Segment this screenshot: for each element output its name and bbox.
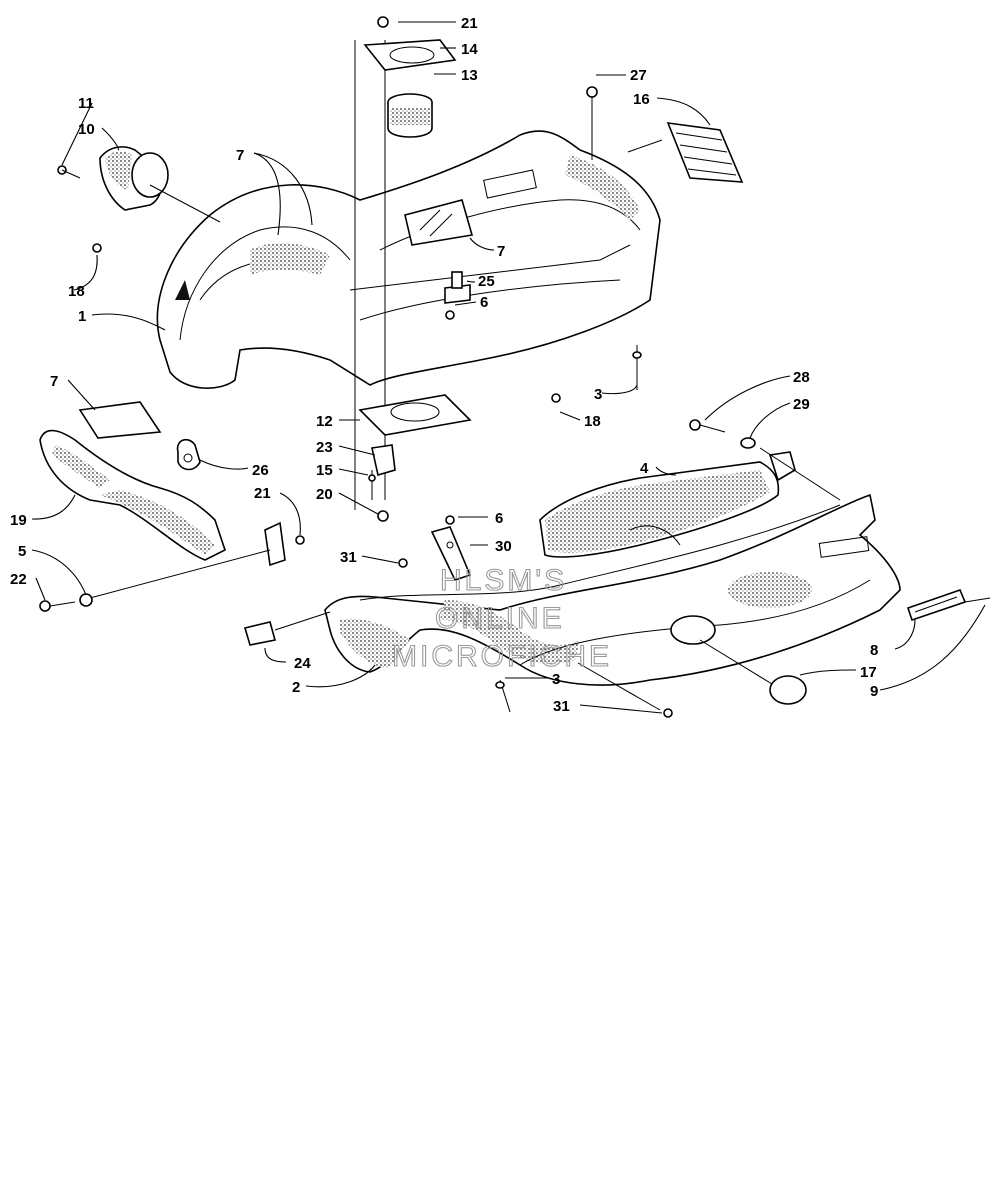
part-9-screw — [964, 597, 991, 603]
callout-6-lower: 6 — [495, 510, 503, 527]
watermark-line-1: HLSM'S — [440, 564, 567, 597]
callout-18-upper: 18 — [68, 283, 85, 300]
callout-16: 16 — [633, 91, 650, 108]
part-4-seat-base — [539, 461, 780, 558]
part-11-bolt — [57, 165, 81, 179]
callout-10: 10 — [78, 121, 95, 138]
steering-column-assembly — [354, 16, 472, 510]
part-1-belly-pan — [156, 130, 661, 389]
part-3-rivet-upper — [632, 345, 642, 390]
part-22-bolt — [39, 600, 76, 612]
callout-7-center: 7 — [497, 243, 505, 260]
callout-20: 20 — [316, 486, 333, 503]
callout-12: 12 — [316, 413, 333, 430]
part-17-plug — [769, 675, 807, 705]
part-25-bracket — [444, 271, 471, 304]
leader-lines — [31, 21, 986, 714]
part-3-rivet-lower — [495, 679, 511, 713]
part-28-bolt — [689, 419, 726, 433]
part-6-nut-upper — [445, 310, 455, 320]
callout-21-top: 21 — [461, 15, 478, 32]
part-21-mount-plate — [264, 521, 305, 567]
part-18-screw-upper — [92, 243, 102, 253]
watermark-line-3: MICROFICHE — [392, 640, 612, 673]
part-15-stud — [368, 470, 376, 500]
part-14-plate — [363, 39, 457, 71]
callout-25: 25 — [478, 273, 495, 290]
callout-22: 22 — [10, 571, 27, 588]
part-10-intake — [99, 146, 221, 223]
callout-29: 29 — [793, 396, 810, 413]
callout-7-left: 7 — [50, 373, 58, 390]
part-20-nut — [377, 510, 389, 522]
callout-labels: 21 14 13 27 16 11 10 7 7 25 6 18 1 7 3 1… — [10, 15, 878, 715]
callout-6-upper: 6 — [480, 294, 488, 311]
part-27-screw — [586, 86, 598, 160]
callout-4: 4 — [640, 460, 649, 477]
callout-26: 26 — [252, 462, 269, 479]
part-19-bumper — [39, 429, 226, 561]
callout-31-lower: 31 — [553, 698, 570, 715]
callout-28: 28 — [793, 369, 810, 386]
callout-5: 5 — [18, 543, 26, 560]
part-23-bracket — [371, 444, 396, 477]
callout-17: 17 — [860, 664, 877, 681]
part-24-clip — [243, 621, 277, 646]
callout-13: 13 — [461, 67, 478, 84]
watermark-line-2: ONLINE — [435, 602, 565, 635]
callout-18-lower: 18 — [584, 413, 601, 430]
callout-8: 8 — [870, 642, 878, 659]
part-12-plate — [358, 394, 472, 436]
part-5-washer — [79, 593, 93, 607]
callout-27: 27 — [630, 67, 647, 84]
callout-1: 1 — [78, 308, 86, 325]
callout-15: 15 — [316, 462, 333, 479]
callout-31-upper: 31 — [340, 549, 357, 566]
part-7-decal-center — [404, 199, 474, 246]
part-21-nut-top — [377, 16, 389, 28]
callout-11: 11 — [78, 95, 94, 112]
callout-3-lower: 3 — [552, 671, 560, 688]
part-29-washer — [740, 437, 756, 449]
part-2-side-panel — [324, 493, 901, 686]
part-30-bracket — [430, 526, 472, 581]
part-7-decal-left — [78, 401, 162, 439]
callout-7-upper: 7 — [236, 147, 244, 164]
callout-2: 2 — [292, 679, 300, 696]
part-31-screw-lower — [663, 708, 673, 718]
callout-3-upper: 3 — [594, 386, 602, 403]
part-6-nut-lower — [445, 515, 455, 525]
part-16-vent — [627, 122, 744, 183]
callout-21-lower: 21 — [254, 485, 271, 502]
callout-14: 14 — [461, 41, 478, 58]
part-31-screw-upper — [398, 558, 408, 568]
callout-24: 24 — [294, 655, 311, 672]
part-8-reflector — [906, 588, 967, 622]
callout-23: 23 — [316, 439, 333, 456]
callout-30: 30 — [495, 538, 512, 555]
part-18-screw-lower — [551, 393, 561, 403]
watermark: HLSM'S ONLINE MICROFICHE — [391, 563, 612, 673]
callout-19: 19 — [10, 512, 27, 529]
callout-9: 9 — [870, 683, 878, 700]
part-26-clip — [176, 438, 201, 471]
